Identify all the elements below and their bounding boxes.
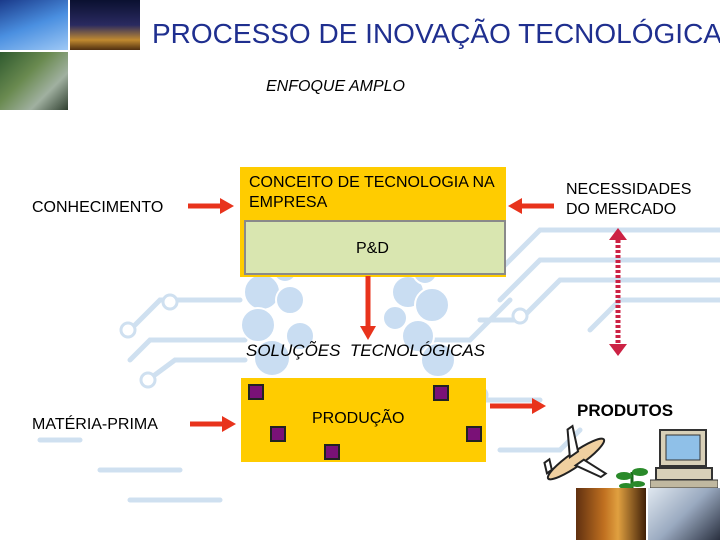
dashed-double-arrow-icon xyxy=(609,228,627,356)
node-conceito: CONCEITO DE TECNOLOGIA NA EMPRESA xyxy=(249,174,494,211)
page-title: PROCESSO DE INOVAÇÃO TECNOLÓGICA xyxy=(152,18,720,49)
node-pd: P&D xyxy=(356,240,389,257)
lab-photo-icon xyxy=(648,488,720,540)
node-producao: PRODUÇÃO xyxy=(312,410,405,427)
subtitle: ENFOQUE AMPLO xyxy=(266,78,405,95)
node-necessidades: NECESSIDADES DO MERCADO xyxy=(566,181,692,218)
node-solucoes: SOLUÇÕES TECNOLÓGICAS xyxy=(246,341,485,360)
purple-square xyxy=(248,384,264,400)
arrow-right-icon xyxy=(490,398,546,414)
photo-thumbnail-icon xyxy=(0,0,68,50)
computer-icon xyxy=(650,429,718,489)
photo-thumbnail-icon xyxy=(0,52,68,110)
arrow-right-icon xyxy=(188,198,234,214)
purple-square xyxy=(466,426,482,442)
purple-square xyxy=(270,426,286,442)
purple-square xyxy=(433,385,449,401)
photo-thumbnail-icon xyxy=(70,0,140,50)
arrow-down-icon xyxy=(360,276,376,340)
lab-photo-icon xyxy=(576,488,646,540)
node-materia-prima: MATÉRIA-PRIMA xyxy=(32,416,158,433)
airplane-icon xyxy=(543,424,608,481)
arrow-right-icon xyxy=(190,416,236,432)
node-produtos: PRODUTOS xyxy=(577,401,674,420)
purple-square xyxy=(324,444,340,460)
pd-box xyxy=(244,220,506,275)
arrow-left-icon xyxy=(508,198,554,214)
node-conhecimento: CONHECIMENTO xyxy=(32,199,164,216)
